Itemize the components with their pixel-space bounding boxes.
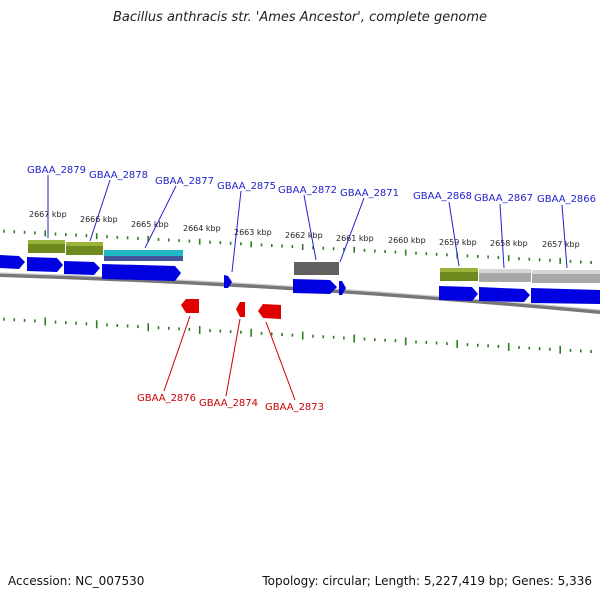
gene-label: GBAA_2867	[474, 193, 533, 204]
genome-stats: Topology: circular; Length: 5,227,419 bp…	[262, 574, 592, 588]
forward-gene-arrow	[27, 257, 63, 272]
gene-label: GBAA_2878	[89, 170, 148, 181]
gene-label: GBAA_2876	[137, 393, 196, 404]
kbp-label: 2661 kbp	[336, 234, 374, 243]
forward-gene-arrow	[64, 261, 100, 275]
kbp-label: 2665 kbp	[131, 220, 169, 229]
kbp-label: 2663 kbp	[234, 228, 272, 237]
gene-label: GBAA_2875	[217, 181, 276, 192]
reverse-gene-arrow	[236, 302, 245, 317]
kbp-label: 2662 kbp	[285, 231, 323, 240]
feature-block	[294, 262, 339, 275]
gene-label: GBAA_2871	[340, 188, 399, 199]
gene-label: GBAA_2866	[537, 194, 596, 205]
gene-label: GBAA_2877	[155, 176, 214, 187]
forward-gene-arrow	[339, 281, 346, 295]
reverse-gene-arrow	[258, 304, 281, 319]
forward-gene-arrow	[0, 255, 25, 269]
kbp-label: 2658 kbp	[490, 239, 528, 248]
upper-feature-track	[28, 240, 600, 283]
accession-label: Accession: NC_007530	[8, 574, 145, 588]
forward-gene-arrow	[102, 264, 181, 281]
forward-gene-arrow	[293, 279, 337, 294]
bottom-label-leaders	[163, 315, 296, 401]
reverse-gene-arrow	[181, 299, 199, 313]
forward-gene-arrow	[479, 287, 530, 302]
forward-gene-arrow	[224, 275, 232, 288]
top-tick-ring	[3, 229, 592, 264]
forward-gene-arrow	[439, 286, 478, 301]
kbp-label: 2664 kbp	[183, 224, 221, 233]
gene-label: GBAA_2873	[265, 402, 324, 413]
feature-block	[104, 250, 183, 256]
feature-block	[104, 256, 183, 261]
forward-gene-arrow	[531, 288, 600, 304]
kbp-label: 2659 kbp	[439, 238, 477, 247]
reverse-gene-track	[181, 299, 281, 319]
gene-label: GBAA_2868	[413, 191, 472, 202]
bottom-tick-ring	[3, 317, 592, 354]
gene-label: GBAA_2879	[27, 165, 86, 176]
gene-label: GBAA_2872	[278, 185, 337, 196]
top-label-leaders	[47, 175, 568, 273]
forward-gene-track	[0, 255, 600, 304]
kbp-label: 2666 kbp	[80, 215, 118, 224]
kbp-label: 2660 kbp	[388, 236, 426, 245]
map-title: Bacillus anthracis str. 'Ames Ancestor',…	[112, 10, 488, 25]
gene-label: GBAA_2874	[199, 398, 258, 409]
kbp-label: 2657 kbp	[542, 240, 580, 249]
